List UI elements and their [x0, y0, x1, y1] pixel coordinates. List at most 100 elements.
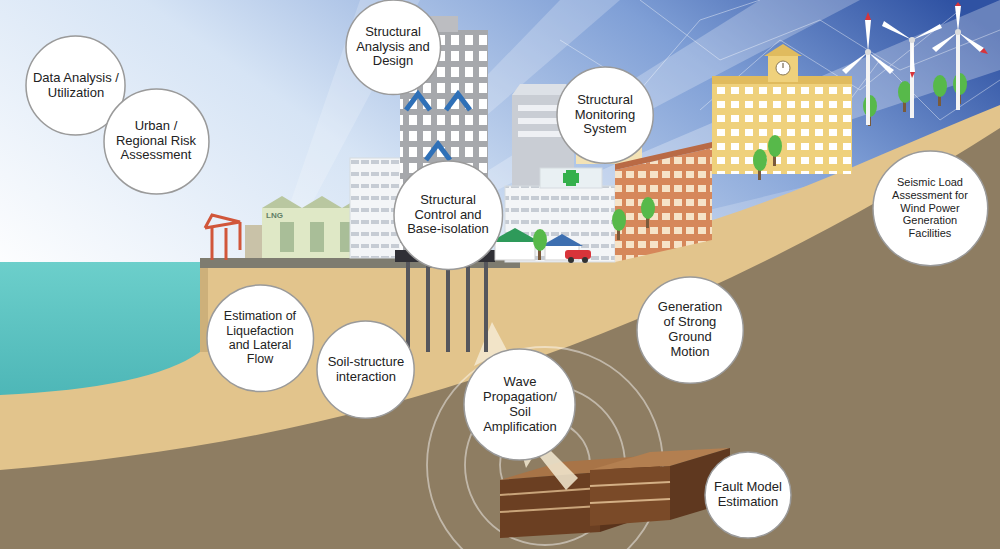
wind-turbines-part-part: [868, 52, 894, 74]
crane: [205, 215, 240, 260]
topic-text: Estimation of Liquefaction and Lateral F…: [220, 309, 300, 367]
buildings-part: [764, 44, 802, 56]
wind-turbines-part-part: [932, 32, 958, 52]
piles-part: [446, 262, 450, 352]
topic-circle: Structural Control and Base-isolation: [393, 160, 504, 271]
houses-part: [582, 257, 588, 263]
wind-turbines-part: [866, 52, 870, 125]
wind-turbines: [842, 2, 988, 125]
trees-part: [933, 75, 947, 97]
wind-turbines-part-part: [958, 32, 984, 52]
crane-part: [211, 228, 214, 260]
circle-text-wrap: Structural Control and Base-isolation: [403, 193, 493, 238]
houses-part: [568, 257, 574, 263]
fault-blocks: [500, 448, 730, 538]
topic-text: Data Analysis / Utilization: [33, 71, 119, 101]
circle-shape: [317, 321, 414, 418]
buildings-part: [783, 63, 784, 68]
trees-part: [612, 209, 626, 231]
wind-turbines-part: [842, 12, 894, 74]
crane-part: [239, 222, 242, 250]
topic-text: Generation of Strong Ground Motion: [651, 300, 729, 360]
circle-shape: [394, 161, 503, 270]
wind-turbines-part-part: [955, 29, 961, 35]
houses: [490, 228, 591, 263]
trees-part: [753, 149, 767, 171]
piles-part: [426, 262, 430, 352]
circle-shape: [346, 0, 441, 94]
buildings-part-part: [426, 144, 450, 160]
houses-part: [541, 234, 583, 246]
houses-part: [495, 240, 535, 260]
topic-circle: Soil-structure interaction: [316, 320, 415, 419]
circle-text-wrap: Wave Propagation/ Soil Amplification: [478, 375, 562, 435]
wind-turbines-part-part: [865, 12, 871, 20]
circle-text-wrap: Structural Analysis and Design: [356, 25, 430, 70]
trees-part: [533, 229, 547, 251]
circle-text-wrap: Urban / Regional Risk Assessment: [113, 119, 199, 164]
sky-part-part: [640, 0, 1000, 70]
buildings: [350, 16, 852, 262]
topic-text: Urban / Regional Risk Assessment: [113, 119, 199, 164]
fault-blocks-part: [590, 499, 670, 503]
circle-shape: [637, 277, 743, 383]
wind-turbines-part-part: [865, 20, 871, 52]
buildings-part: [540, 168, 602, 188]
plant-label: LNG: [266, 211, 283, 220]
circle-shape: [207, 285, 314, 392]
crane-part: [205, 215, 240, 228]
circle-text-wrap: Soil-structure interaction: [324, 355, 408, 385]
topic-text: Structural Analysis and Design: [356, 25, 430, 70]
buildings-part-part: [406, 94, 430, 110]
topic-text: Seismic Load Assessment for Wind Power G…: [887, 176, 973, 239]
wind-turbines-part: [932, 2, 988, 54]
buildings-part: [712, 82, 852, 174]
lng-plant-part: [310, 222, 324, 252]
buildings-part: [768, 56, 798, 82]
wind-turbines-part-part: [910, 72, 915, 78]
topic-text: Wave Propagation/ Soil Amplification: [478, 375, 562, 435]
fault-blocks-part: [590, 466, 670, 526]
topic-text: Structural Control and Base-isolation: [403, 193, 493, 238]
trees-part: [768, 135, 782, 157]
crane-part: [225, 228, 228, 260]
wind-turbines-part-part: [980, 48, 988, 54]
circle-text-wrap: Estimation of Liquefaction and Lateral F…: [220, 309, 300, 367]
wind-turbines-part: [956, 32, 960, 110]
circle-text-wrap: Fault Model Estimation: [712, 480, 784, 510]
topic-circle: Seismic Load Assessment for Wind Power G…: [872, 150, 989, 267]
buildings-part-part: [446, 94, 470, 110]
wind-turbines-part-part: [912, 24, 942, 40]
topic-text: Fault Model Estimation: [712, 480, 784, 510]
wind-turbines-part: [910, 40, 914, 118]
wind-turbines-part-part: [842, 52, 868, 74]
wind-turbines-part: [882, 21, 942, 78]
wind-turbines-part-part: [955, 2, 961, 6]
fault-blocks-part: [590, 482, 670, 486]
lng-plant-part: [280, 222, 294, 252]
circle-text-wrap: Generation of Strong Ground Motion: [651, 300, 729, 360]
circle-shape: [705, 452, 791, 538]
trees-part: [898, 81, 912, 103]
piles-part: [466, 262, 470, 352]
topic-circle: Structural Monitoring System: [556, 66, 654, 164]
topic-text: Soil-structure interaction: [324, 355, 408, 385]
wind-turbines-part-part: [910, 40, 915, 72]
piles-part: [484, 262, 488, 352]
wind-turbines-part-part: [865, 49, 871, 55]
circle-text-wrap: Structural Monitoring System: [567, 93, 643, 138]
circle-text-wrap: Data Analysis / Utilization: [33, 71, 119, 101]
topic-circle: Urban / Regional Risk Assessment: [103, 88, 210, 195]
circle-shape: [104, 89, 209, 194]
wind-turbines-part-part: [882, 21, 912, 40]
buildings-part: [776, 61, 790, 75]
circle-text-wrap: Seismic Load Assessment for Wind Power G…: [887, 176, 973, 239]
circle-shape: [873, 151, 988, 266]
piles-part: [406, 262, 410, 352]
fault-blocks-part: [500, 472, 600, 538]
topic-circle: Wave Propagation/ Soil Amplification: [463, 348, 576, 461]
topic-circle: Fault Model Estimation: [704, 451, 792, 539]
